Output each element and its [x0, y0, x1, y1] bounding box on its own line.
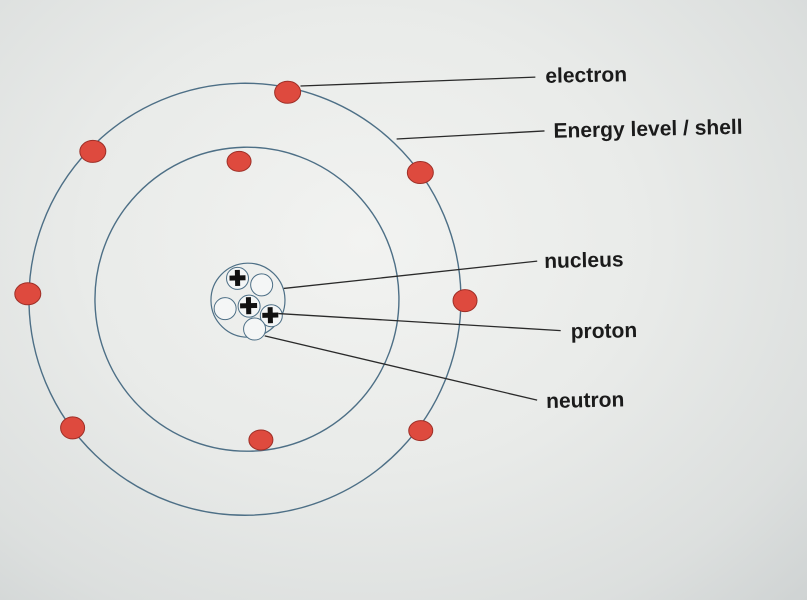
electron: [452, 289, 478, 313]
inner-shell: [94, 146, 400, 452]
electron: [406, 161, 434, 185]
electron: [274, 80, 302, 104]
electron: [14, 282, 42, 306]
plus-icon: [229, 269, 246, 286]
neutron-particle: [243, 317, 267, 341]
electron: [60, 416, 86, 440]
electron: [248, 429, 274, 451]
label-nucleus: nucleus: [544, 248, 624, 273]
nucleus: [210, 262, 286, 341]
neutron-particle: [213, 297, 237, 321]
leader-line-nucleus: [283, 260, 538, 290]
leader-line-electron: [300, 76, 536, 87]
label-proton: proton: [570, 319, 637, 343]
electron: [408, 420, 434, 442]
label-energy-level-shell: Energy level / shell: [553, 116, 743, 143]
electron: [226, 150, 252, 172]
label-neutron: neutron: [546, 388, 625, 413]
label-electron: electron: [545, 63, 627, 88]
leader-line-proton: [278, 312, 561, 332]
leader-line-shell: [396, 130, 545, 140]
plus-icon: [240, 297, 258, 315]
leader-line-neutron: [264, 335, 538, 401]
plus-icon: [262, 307, 279, 324]
neutron-particle: [250, 273, 274, 297]
electron: [79, 139, 107, 163]
